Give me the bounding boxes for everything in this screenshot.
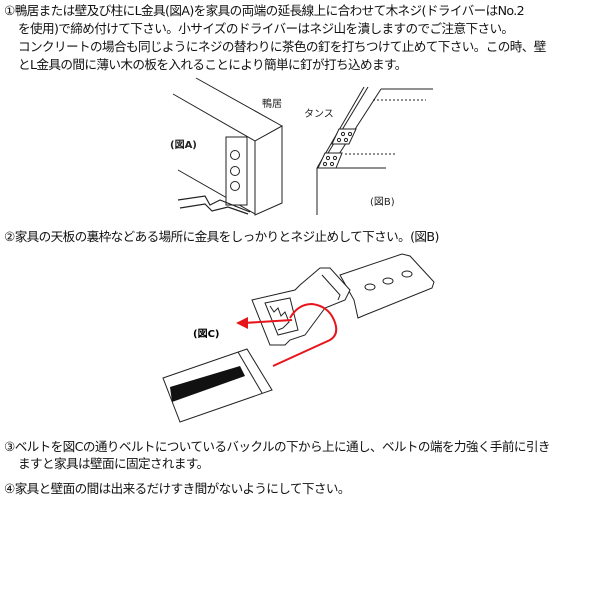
figure-b-illustration bbox=[316, 86, 433, 215]
step3-line1: ③ベルトを図Cの通りベルトについているバックルの下から上に通し、ベルトの端を力強… bbox=[4, 439, 550, 454]
red-routing-arrow bbox=[236, 302, 338, 367]
figure-c-illustration bbox=[162, 253, 435, 423]
step1-line4: とL金具の間に薄い木の板を入れることにより簡単に釘が打ち込めます。 bbox=[18, 57, 407, 72]
step1-line3: コンクリートの場合も同じようにネジの替わりに茶色の釘を打ちつけて止めて下さい。こ… bbox=[18, 39, 546, 54]
figure-a-caption: (図A) bbox=[170, 139, 197, 151]
figure-a-illustration bbox=[172, 77, 283, 216]
figure-c-caption: (図C) bbox=[193, 328, 219, 340]
figure-b-caption: (図B) bbox=[370, 196, 395, 208]
kamoi-label: 鴨居 bbox=[262, 97, 282, 110]
step1-line2: を使用)で締め付けて下さい。小サイズのドライバーはネジ山を潰しますのでご注意下さ… bbox=[18, 21, 514, 36]
step3-line2: ますと家具は壁面に固定されます。 bbox=[18, 456, 209, 471]
step2-text: ②家具の天板の裏枠などある場所に金具をしっかりとネジ止めして下さい。(図B) bbox=[4, 229, 439, 244]
step4-text: ④家具と壁面の間は出来るだけすき間がないようにして下さい。 bbox=[4, 481, 350, 496]
tansu-label: タンス bbox=[304, 108, 334, 120]
step1-line1: ①鴨居または壁及び柱にL金具(図A)を家具の両端の延長線上に合わせて木ネジ(ドラ… bbox=[4, 3, 525, 18]
